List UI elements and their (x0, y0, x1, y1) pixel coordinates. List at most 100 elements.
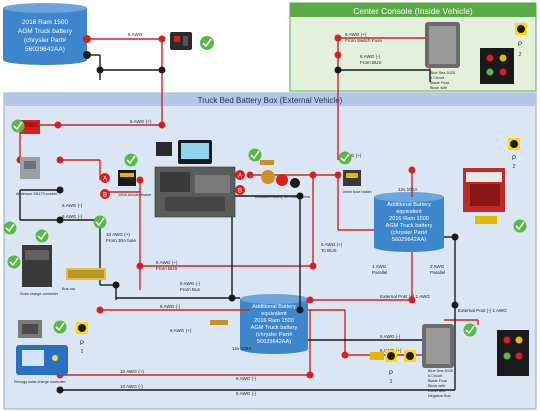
terminal-pos (158, 35, 166, 43)
port2b-label: P (512, 156, 516, 162)
fuse2-caption-line5: Cover and (428, 389, 446, 393)
terminal-pos (83, 35, 91, 43)
port1-num: 1 (81, 349, 84, 355)
fuse-block-icon (370, 352, 384, 360)
terminal-pos (96, 306, 104, 314)
terminal-neg (96, 66, 104, 74)
aux2-line6: 56029642AA) (257, 339, 291, 345)
caption-anderson: Anderson SB175 socket (16, 192, 58, 196)
battery-icon: Additional Battery equivalent 2016 Ram 1… (240, 294, 308, 354)
terminal-dots (16, 34, 459, 394)
aux2-line4: AGM Truck battery (251, 325, 298, 331)
terminal-pos (408, 166, 416, 174)
marker-b: B (235, 185, 245, 195)
wire-label-16: From Bus (180, 287, 201, 292)
wire-label-15: 6 AWG (-) (180, 281, 201, 286)
meter-icon (178, 140, 212, 164)
wire-label-26: 6 AWG (-) (380, 334, 401, 339)
wire-label-28: 6 AWG (-) (236, 391, 257, 396)
port2-num: 2 (519, 52, 522, 58)
charger-icon (463, 168, 505, 224)
fuse-caption-line4: Block with (430, 86, 447, 90)
terminal-neg (56, 186, 64, 194)
signal-light-icon (497, 330, 529, 376)
wire-label-23: External Post (-) 1 AWG (458, 308, 507, 313)
truckbed-title: Truck Bed Battery Box (External Vehicle) (198, 96, 343, 105)
terminal-pos (334, 51, 342, 59)
wire-label-1: 6 AWG (128, 32, 143, 37)
check-icon (200, 36, 214, 50)
aux2-line1: Additional Battery (252, 304, 296, 310)
check-icon (7, 255, 21, 269)
terminal-neg (296, 306, 304, 314)
aux1-line4: AGM Truck battery (386, 223, 433, 229)
terminal-pos (408, 296, 416, 304)
marker-a: A (100, 173, 110, 183)
fuse-block-icon (156, 142, 172, 156)
terminal-neg (56, 386, 64, 394)
wire-label-18: 1 AWG (372, 264, 387, 269)
fuse2-caption-line6: Negative Bus (428, 394, 451, 398)
terminal-pos (306, 296, 314, 304)
terminal-cover-icon (261, 170, 300, 188)
radiation-port-icon: P 1 (76, 322, 88, 355)
terminal-pos (334, 34, 342, 42)
terminal-pos (136, 262, 144, 270)
terminal-pos (246, 171, 254, 179)
terminal-pos (54, 121, 62, 129)
wire-label-9: 10 AWG (+) (106, 232, 130, 237)
terminal-neg (334, 66, 342, 74)
terminal-pos (334, 171, 342, 179)
main-battery-line4: 56029642AA) (25, 46, 65, 53)
aux1-line3: 2016 Ram 1500 (389, 216, 429, 222)
charger-icon (22, 245, 52, 287)
caption-charge-controller: Solar charge controller (20, 292, 59, 296)
port1b-num: 1 (390, 379, 393, 385)
terminal-pos (158, 121, 166, 129)
breaker-icon (118, 170, 136, 186)
port2-label: P (518, 42, 522, 48)
caption-terminal-covers: Insulated battery terminal covers (255, 195, 310, 199)
check-icon (53, 320, 67, 334)
terminal-pos (306, 371, 314, 379)
terminal-neg (83, 51, 91, 59)
marker-a-label: A (103, 177, 107, 183)
radiation-port-icon: P 2 (508, 138, 520, 170)
fuse-caption-line3: Blade Fuse (430, 81, 449, 85)
anderson-plug-icon (20, 157, 40, 179)
caption-breaker: 100A circuit breaker (118, 193, 152, 197)
fuse2-caption-line3: Blade Fuse (428, 379, 447, 383)
wire-label-10: From 30A fuse (106, 238, 136, 243)
terminal-neg (451, 233, 459, 241)
fuse-block-icon (260, 160, 274, 165)
wire-label-13: 6 AWG (+) (156, 260, 178, 265)
terminal-pos (309, 171, 317, 179)
port1b-label: P (389, 371, 393, 377)
caption-solar-controller: Renogy solar charge controller (14, 380, 66, 384)
terminal-neg (228, 294, 236, 302)
main-battery-line1: 2016 Ram 1500 (22, 19, 69, 26)
wire-label-8b: 6 AWG (-) (62, 214, 83, 219)
terminal-neg (112, 281, 120, 289)
check-icon (35, 229, 49, 243)
fuse-caption-line1: Blue Sea 5025 (430, 71, 455, 75)
truckbed-title-bar (4, 93, 536, 106)
terminal-pos (309, 262, 317, 270)
wire-label-5: From BUS (360, 60, 381, 65)
wire-label-31: 12v 100A (398, 187, 418, 192)
fuse2-caption-line2: 6 Circuit (428, 374, 443, 378)
terminal-pos (56, 156, 64, 164)
caption-busbar: Bus bar (62, 287, 76, 291)
wire-label-11: 6 AWG (+) (321, 242, 343, 247)
check-icon (11, 119, 25, 133)
wire-label-8: 6 AWG (-) (62, 203, 83, 208)
wire-label-29: 10 AWG (+) (120, 369, 144, 374)
battery-icon: 2016 Ram 1500 AGM Truck battery (chrysle… (3, 3, 87, 65)
terminal-neg (451, 301, 459, 309)
marker-b: B (100, 189, 110, 199)
caption-inline-fuse: Inline fuse holder (343, 190, 373, 194)
wire-label-6: 6 AWG (+) (130, 119, 152, 124)
wire-label-27: 6 AWG (-) (236, 376, 257, 381)
